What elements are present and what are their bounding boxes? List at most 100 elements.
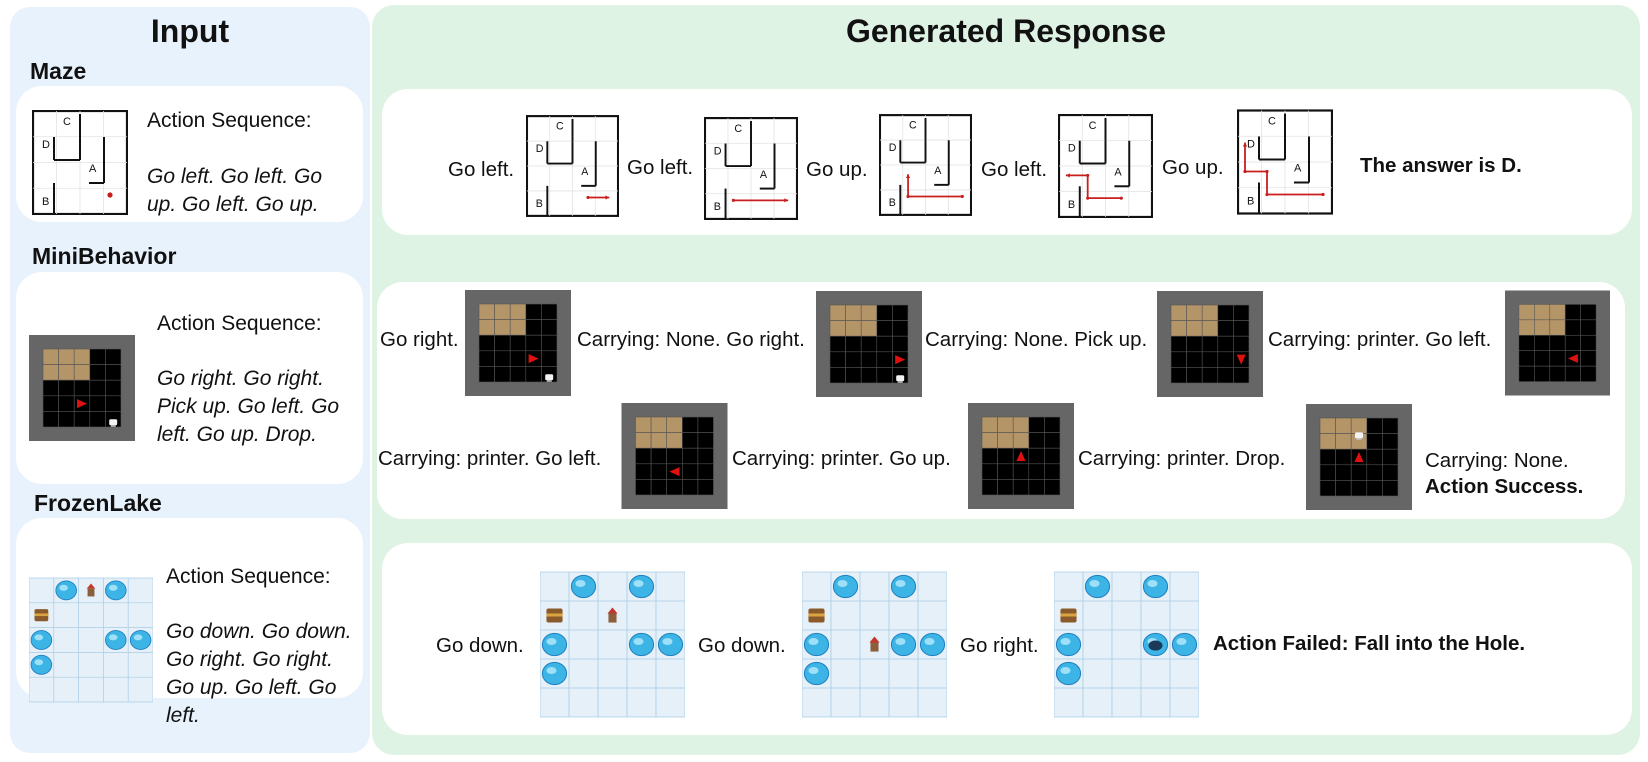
floor-tile — [1382, 417, 1399, 434]
hole-icon — [890, 574, 917, 599]
floor-tile — [1170, 367, 1187, 384]
floor-tile — [1028, 432, 1045, 449]
floor-tile — [697, 463, 714, 480]
table-tile — [1170, 304, 1187, 321]
floor-tile — [681, 463, 699, 480]
floor-tile — [1366, 448, 1383, 466]
floor-tile — [89, 348, 106, 365]
floor-tile — [1350, 464, 1368, 481]
floor-tile — [650, 447, 668, 465]
hole-icon — [55, 580, 77, 601]
maze-seq-text: Go left. Go left. Go up. Go left. Go up. — [147, 165, 323, 216]
maze-cell-label: B — [714, 201, 721, 213]
agent-arrow-icon — [528, 354, 539, 364]
goal-ribbon — [1060, 613, 1077, 617]
floor-tile — [1319, 480, 1336, 497]
minibehavior-step-label: Carrying: None. Pick up. — [925, 328, 1148, 351]
table-tile — [829, 304, 846, 321]
table-tile — [1186, 304, 1203, 321]
hole-highlight — [575, 579, 586, 588]
maze-arrowhead — [784, 198, 789, 203]
floor-tile — [89, 379, 106, 397]
floor-tile — [697, 416, 714, 433]
maze-start-dot — [107, 192, 113, 198]
maze-path-node — [1243, 169, 1247, 174]
hole-icon — [657, 632, 684, 657]
minibehavior-seq-title: Action Sequence: — [157, 312, 322, 335]
hole-icon — [832, 574, 859, 599]
maze-cell-label: D — [714, 145, 722, 157]
hole-icon — [30, 630, 53, 650]
maze-path-node — [1086, 196, 1090, 200]
maze-cell-label: C — [909, 120, 917, 132]
hole-icon — [541, 661, 568, 686]
floor-tile — [1233, 367, 1250, 384]
floor-tile — [1028, 447, 1045, 465]
maze-cell-label: B — [1247, 196, 1254, 208]
floor-tile — [1564, 304, 1581, 321]
maze-cell-label: B — [1068, 199, 1075, 211]
maze-path-node — [960, 194, 964, 199]
floor-tile — [1518, 350, 1535, 367]
section-minibehavior: MiniBehavior — [32, 243, 177, 269]
maze-cell-label: C — [1268, 116, 1276, 128]
maze-cell-label: C — [556, 121, 564, 133]
maze-cell-label: A — [760, 169, 768, 181]
table-tile — [58, 364, 75, 381]
floor-tile — [1580, 350, 1597, 367]
maze-cell-label: A — [89, 163, 97, 175]
printer-icon — [109, 419, 118, 426]
maze-cell-label: A — [1294, 163, 1302, 175]
minibehavior-step-image — [1306, 404, 1412, 510]
maze-cell-label: D — [536, 143, 544, 155]
floor-tile — [1366, 464, 1383, 481]
floor-tile — [42, 379, 59, 397]
floor-tile — [1382, 433, 1399, 450]
floor-tile — [541, 319, 558, 336]
floor-tile — [1382, 448, 1399, 466]
table-tile — [981, 432, 998, 449]
floor-tile — [525, 334, 542, 352]
table-tile — [494, 319, 511, 336]
agent-arrow-icon — [669, 467, 680, 477]
floor-tile — [1044, 447, 1061, 465]
table-tile — [1534, 304, 1551, 321]
floor-tile — [541, 334, 558, 352]
floor-tile — [1534, 365, 1551, 382]
floor-tile — [892, 320, 909, 337]
floor-tile — [876, 335, 893, 353]
maze-path-node — [1321, 192, 1325, 197]
table-tile — [494, 303, 511, 320]
table-tile — [1335, 433, 1352, 450]
hole-highlight — [1060, 637, 1071, 646]
floor-tile — [1201, 367, 1219, 384]
floor-tile — [666, 479, 683, 496]
table-tile — [1549, 304, 1566, 321]
hole-icon — [1171, 632, 1198, 657]
agent-arrow-icon — [1568, 353, 1578, 363]
hole-highlight — [108, 634, 118, 641]
table-tile — [981, 416, 998, 433]
floor-tile — [1186, 335, 1203, 353]
frozenlake-input-image — [29, 577, 153, 703]
maze-cell-label: B — [889, 197, 896, 209]
frozenlake-step-image — [802, 571, 947, 718]
maze-arrowhead — [1242, 142, 1248, 147]
minibehavior-step-image — [816, 291, 922, 397]
floor-tile — [1217, 320, 1234, 337]
floor-tile — [1366, 480, 1383, 497]
maze-step-label: Go left. — [627, 156, 694, 179]
hole-icon — [129, 630, 152, 650]
agent-arrow-icon — [895, 355, 906, 365]
floor-tile — [981, 447, 998, 465]
floor-tile — [845, 351, 862, 368]
hole-highlight — [633, 579, 644, 588]
floor-tile — [1534, 334, 1551, 352]
floor-tile — [681, 447, 699, 465]
agent-hat-icon — [607, 607, 618, 614]
maze-seq-title: Action Sequence: — [147, 109, 312, 132]
agent-arrow-icon — [1016, 451, 1026, 461]
floor-tile — [1233, 335, 1250, 353]
